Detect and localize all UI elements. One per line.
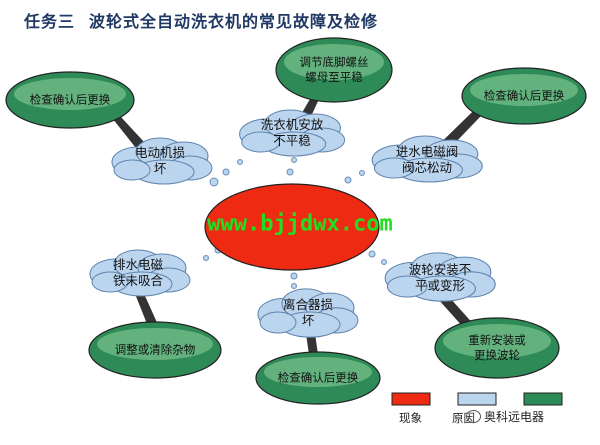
legend-swatch-phenomenon: [391, 392, 431, 406]
fix-check-top-right: 检查确认后更换: [483, 88, 565, 103]
legend-swatches: [391, 392, 563, 406]
cause-clutch: 离合器损 坏: [283, 297, 333, 329]
cause-motor-line1: 电动机损: [134, 145, 186, 160]
fix-adjust-line2: 螺母至平稳: [305, 70, 363, 84]
watermark-text: www.bjjdwx.com: [207, 211, 393, 237]
brand-name: 奥科远电器: [484, 410, 545, 424]
brand-mark: 奥科远电器: [466, 408, 544, 425]
fix-adjust-line1: 调节底脚螺丝: [299, 55, 369, 69]
cause-uneven-line2: 不平稳: [273, 133, 311, 148]
cause-clutch-line2: 坏: [301, 313, 315, 328]
legend-swatch-fix: [523, 392, 563, 406]
cause-uneven: 洗衣机安放 不平稳: [261, 117, 324, 149]
fix-ellipse-highlights: [14, 44, 578, 387]
cause-impeller-line2: 平或变形: [414, 278, 466, 293]
cause-valve-line1: 进水电磁阀: [395, 144, 459, 159]
fix-reinstall: 重新安装或 更换波轮: [468, 333, 526, 363]
fix-adjust-screw: 调节底脚螺丝 螺母至平稳: [300, 55, 369, 85]
cause-impeller: 波轮安装不 平或变形: [409, 262, 472, 294]
wechat-icon: [466, 410, 481, 423]
cause-drain: 排水电磁 铁未吸合: [113, 257, 163, 289]
cause-motor-line2: 坏: [153, 161, 167, 176]
fix-check-top-left: 检查确认后更换: [29, 92, 111, 107]
cause-valve-line2: 阀芯松动: [401, 160, 453, 175]
cause-impeller-line1: 波轮安装不: [408, 262, 472, 277]
fix-reinstall-line1: 重新安装或: [468, 333, 526, 347]
page-title: 任务三波轮式全自动洗衣机的常见故障及检修: [24, 8, 378, 32]
fix-check-bottom: 检查确认后更换: [277, 370, 359, 385]
legend-swatch-cause: [457, 392, 497, 406]
cause-drain-line1: 排水电磁: [112, 257, 164, 272]
legend-label-phenomenon: 现象: [399, 411, 422, 425]
cause-motor: 电动机损 坏: [135, 145, 185, 177]
fix-clean: 调整或清除杂物: [114, 342, 196, 357]
title-task: 任务三: [24, 12, 76, 31]
cause-clutch-line1: 离合器损: [282, 297, 334, 312]
title-main: 波轮式全自动洗衣机的常见故障及检修: [89, 12, 379, 31]
cause-drain-line2: 铁未吸合: [112, 273, 164, 288]
center-ellipse: [204, 183, 380, 271]
fix-reinstall-line2: 更换波轮: [474, 348, 520, 362]
cause-uneven-line1: 洗衣机安放: [260, 117, 324, 132]
cause-valve: 进水电磁阀 阀芯松动: [396, 144, 459, 176]
